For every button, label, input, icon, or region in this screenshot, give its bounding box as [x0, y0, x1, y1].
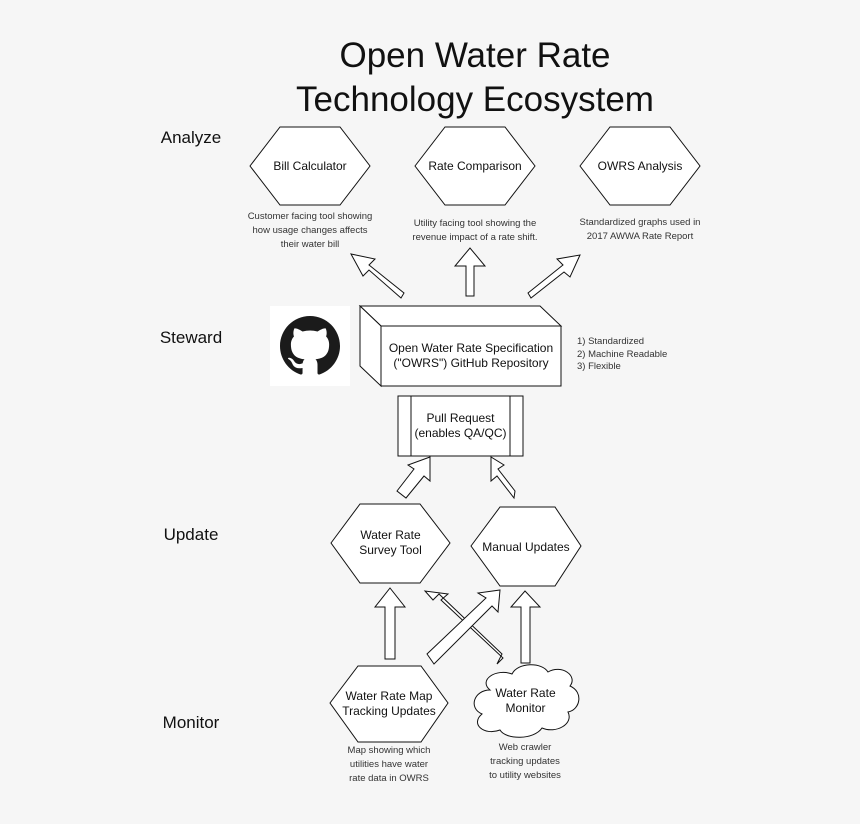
caption-line: rate data in OWRS — [349, 773, 429, 784]
owrs-analysis-caption: Standardized graphs used in 2017 AWWA Ra… — [560, 216, 720, 244]
arrow-to-bill-calculator — [350, 253, 405, 299]
arrow-survey-to-pull-request — [396, 456, 431, 499]
arrow-map-to-manual-updates — [426, 589, 501, 665]
repository-box-front — [380, 325, 562, 387]
caption-line: revenue impact of a rate shift. — [412, 232, 538, 243]
repository-properties-list: 1) Standardized 2) Machine Readable 3) F… — [577, 336, 667, 374]
diagram-title-line-2: Technology Ecosystem — [296, 80, 654, 119]
hexagon-map-tracking — [329, 665, 449, 743]
rate-monitor-caption: Web crawler tracking updates to utility … — [450, 741, 600, 783]
caption-line: 2017 AWWA Rate Report — [586, 231, 694, 242]
property-item: 1) Standardized — [577, 336, 645, 347]
rate-monitor-label: Water Rate Monitor — [478, 686, 573, 716]
pull-request-box — [397, 395, 524, 457]
property-item: 2) Machine Readable — [577, 348, 668, 360]
pull-request-label-line-2: (enables QA/QC) — [414, 426, 507, 440]
survey-tool-label-line-2: Survey Tool — [359, 543, 422, 557]
row-label-update: Update — [163, 525, 219, 544]
cloud-rate-monitor — [473, 664, 580, 738]
map-tracking-label-line-1: Water Rate Map — [345, 689, 433, 703]
survey-tool-label-line-1: Water Rate — [360, 528, 421, 542]
caption-line: utilities have water — [349, 759, 429, 770]
map-tracking-caption: Map showing which utilities have water r… — [314, 744, 464, 786]
hexagon-owrs-analysis — [579, 126, 701, 206]
hexagon-survey-tool — [330, 503, 451, 584]
rate-comparison-caption: Utility facing tool showing the revenue … — [395, 217, 555, 245]
rate-monitor-label-line-2: Monitor — [505, 701, 546, 715]
caption-line: their water bill — [280, 239, 340, 250]
manual-updates-label: Manual Updates — [482, 539, 570, 554]
arrow-to-owrs-analysis — [527, 254, 581, 299]
caption-line: Map showing which — [347, 745, 431, 756]
property-item: 3) Flexible — [577, 361, 621, 372]
arrow-to-rate-comparison — [453, 247, 487, 297]
repository-label-line-1: Open Water Rate Specification — [388, 341, 554, 355]
arrow-manual-to-pull-request — [490, 456, 516, 500]
caption-line: Web crawler — [498, 742, 552, 753]
hexagon-rate-comparison — [414, 126, 536, 206]
rate-monitor-label-line-1: Water Rate — [495, 686, 556, 700]
repository-label: Open Water Rate Specification ("OWRS") G… — [381, 341, 561, 371]
repository-box-top — [358, 305, 563, 327]
arrow-crawler-to-manual-updates — [509, 590, 542, 664]
arrow-map-to-survey-tool — [373, 587, 407, 660]
caption-line: to utility websites — [489, 770, 561, 781]
rate-comparison-label: Rate Comparison — [428, 158, 522, 173]
bill-calculator-caption: Customer facing tool showing how usage c… — [230, 210, 390, 252]
github-octocat-icon — [280, 316, 340, 375]
pull-request-label: Pull Request (enables QA/QC) — [411, 411, 510, 441]
map-tracking-label-line-2: Tracking Updates — [342, 704, 436, 718]
caption-line: Standardized graphs used in — [579, 217, 701, 228]
owrs-analysis-label: OWRS Analysis — [597, 158, 683, 173]
survey-tool-label: Water Rate Survey Tool — [331, 528, 450, 558]
caption-line: how usage changes affects — [252, 225, 368, 236]
map-tracking-label: Water Rate Map Tracking Updates — [330, 689, 448, 719]
row-label-analyze: Analyze — [160, 128, 222, 147]
caption-line: Utility facing tool showing the — [413, 218, 537, 229]
caption-line: tracking updates — [490, 756, 560, 767]
pull-request-label-line-1: Pull Request — [426, 411, 495, 425]
caption-line: Customer facing tool showing — [247, 211, 373, 222]
diagram-title-line-1: Open Water Rate — [339, 36, 611, 75]
row-label-steward: Steward — [159, 328, 223, 347]
arrow-crawler-to-survey-tool — [423, 590, 504, 665]
hexagon-bill-calculator — [249, 126, 371, 206]
row-label-monitor: Monitor — [162, 713, 220, 732]
bill-calculator-label: Bill Calculator — [273, 158, 347, 173]
repository-label-line-2: ("OWRS") GitHub Repository — [393, 356, 549, 370]
hexagon-manual-updates — [470, 506, 582, 587]
